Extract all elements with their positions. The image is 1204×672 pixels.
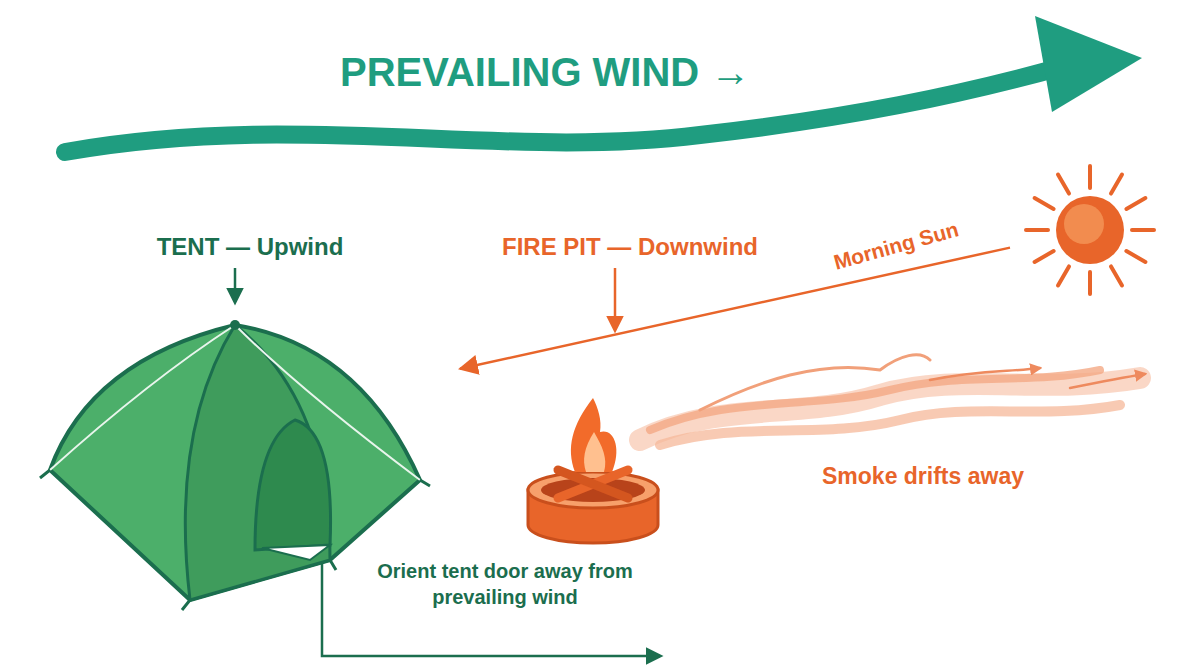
sun-node: Morning Sun (1010, 150, 1170, 310)
wind-arrowhead (1035, 16, 1142, 112)
orientation-note: Orient tent door away from prevailing wi… (355, 558, 655, 610)
node-illustration (1010, 150, 1170, 310)
fire-pit-node: FIRE PIT — Downwind (460, 225, 800, 545)
tent-node: TENT — Upwind (40, 225, 460, 605)
node-heading: Morning Sun (831, 217, 961, 274)
diagram-title: PREVAILING WIND → (340, 50, 750, 95)
node-illustration (40, 225, 440, 605)
smoke-note: Smoke drifts away (822, 462, 1024, 492)
node-illustration (460, 225, 780, 545)
smoke-plume (640, 355, 1145, 445)
sunlight-connector (460, 248, 1010, 369)
node-heading: FIRE PIT — Downwind (460, 233, 800, 261)
node-heading: TENT — Upwind (40, 233, 460, 261)
pointer-arrow (614, 268, 617, 330)
pointer-arrow (234, 268, 237, 302)
